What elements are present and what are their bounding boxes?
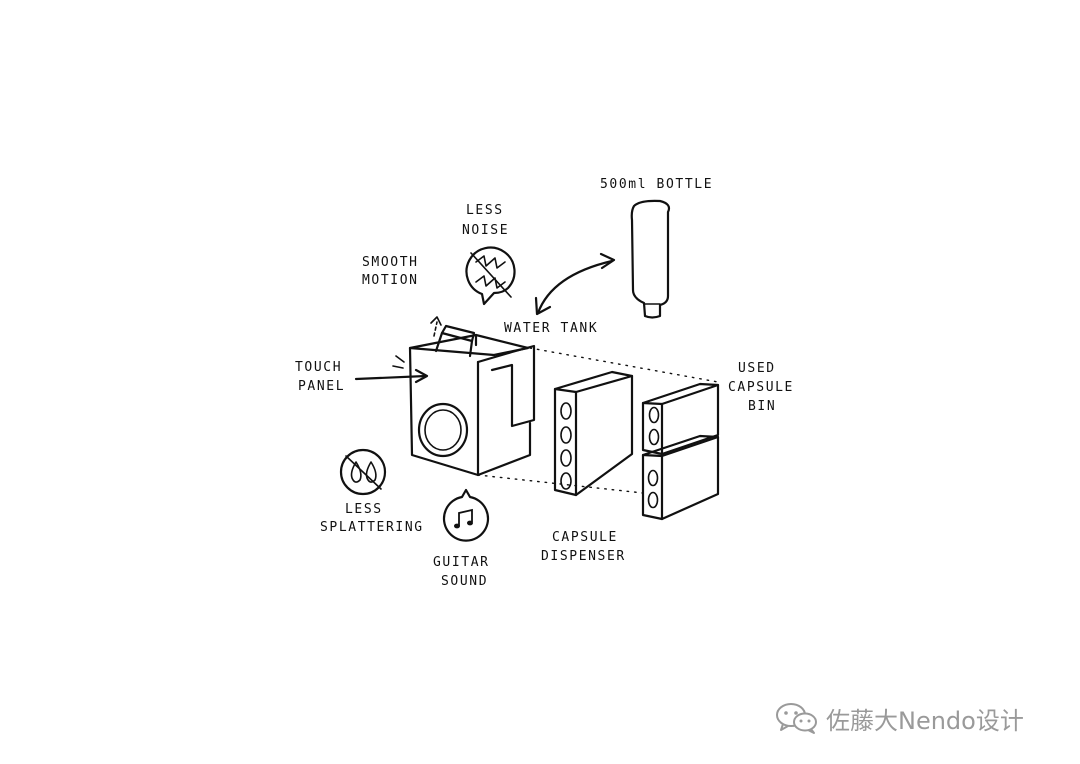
guitar-sound-label-line1: GUITAR [433,555,490,570]
smooth-motion-label-line1: SMOOTH [362,255,419,270]
watermark-text: 佐藤大Nendo设计 [826,706,1024,735]
smooth-motion-arrow [430,316,442,337]
less-noise-label-line1: LESS [466,203,504,218]
less-noise-label-line2: NOISE [462,223,510,238]
smooth-motion-label-line2: MOTION [362,273,419,288]
bottle-label: 500ml BOTTLE [600,177,714,192]
touch-panel-label-line2: PANEL [298,379,346,394]
touch-panel-label-line1: TOUCH [295,360,343,375]
used-capsule-bin-label-line1: USED [738,361,776,376]
less-splattering-label-line1: LESS [345,502,383,517]
capsule-dispenser-label-line2: DISPENSER [541,549,626,564]
wechat-icon [776,703,817,734]
guitar-sound-icon [442,488,490,542]
less-splattering-icon [339,448,387,496]
capsule-dispenser-label-line1: CAPSULE [552,530,618,545]
watermark: 佐藤大Nendo设计 [774,700,1024,736]
water-tank-label: WATER TANK [504,321,599,336]
less-splattering-label-line2: SPLATTERING [320,520,424,535]
touch-panel-arrow [354,355,429,384]
used-capsule-bin-label-line2: CAPSULE [728,380,794,395]
less-noise-icon [465,246,516,306]
used-capsule-bin-drawing [641,382,720,521]
machine-body [408,324,536,477]
bottle-drawing [630,199,671,319]
guitar-sound-label-line2: SOUND [441,574,489,589]
used-capsule-bin-label-line3: BIN [748,399,777,414]
bottle-tank-arrow [534,252,616,316]
capsule-dispenser-drawing [553,370,634,497]
projection-lines [477,347,719,494]
